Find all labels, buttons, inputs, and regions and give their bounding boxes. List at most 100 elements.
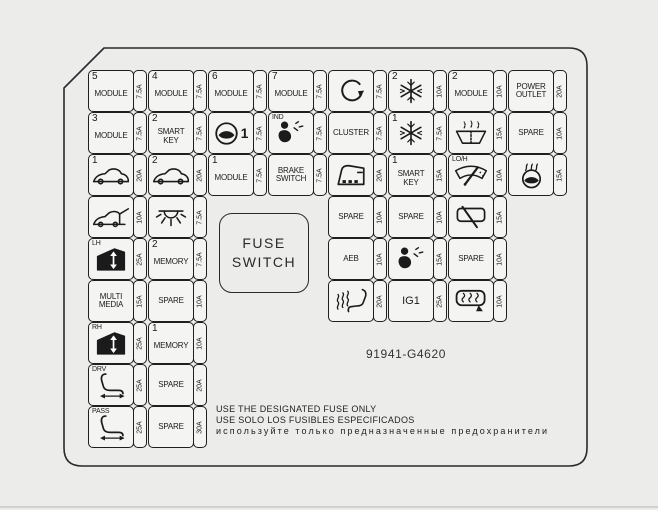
fuse-amp-rating: 20A: [196, 168, 204, 182]
fuse-amp-rating: 7.5A: [196, 83, 204, 99]
fuse-amp-cell: 7.5A: [313, 112, 327, 154]
fuse-cell-body: [448, 112, 494, 154]
fuse-amp-rating: 20A: [136, 168, 144, 182]
fuse-amp-cell: 20A: [193, 364, 207, 406]
fuse-amp-cell: 20A: [133, 154, 147, 196]
fuse-cell: 20A: [328, 154, 387, 196]
fuse-amp-rating: 20A: [376, 168, 384, 182]
fuse-amp-rating: 7.5A: [256, 167, 264, 183]
fuse-amp-cell: 7.5A: [373, 112, 387, 154]
heated-mirror-icon: [454, 288, 488, 314]
fuse-label: MODULE: [94, 131, 128, 141]
fuse-cell-body: DRV: [88, 364, 134, 406]
fuse-amp-cell: 15A: [493, 196, 507, 238]
fuse-amp-cell: 20A: [373, 280, 387, 322]
fuse-cell-body: 1: [388, 112, 434, 154]
fuse-amp-rating: 25A: [136, 336, 144, 350]
fuse-amp-rating: 7.5A: [196, 125, 204, 141]
fuse-amp-cell: 7.5A: [313, 154, 327, 196]
fuse-position-label: IND: [272, 114, 284, 121]
fuse-position-label: 2: [152, 113, 158, 124]
fuse-amp-cell: 30A: [193, 406, 207, 448]
fuse-label: CLUSTER: [333, 127, 369, 137]
warning-line-ru: используйте только предназначенные предо…: [216, 426, 550, 436]
fuse-cell: CLUSTER 7.5A: [328, 112, 387, 154]
fuse-cell: 15A: [508, 154, 567, 196]
fuse-switch-label: FUSE SWITCH: [231, 235, 297, 270]
fuse-amp-cell: 10A: [553, 112, 567, 154]
fuse-label: SPARE: [518, 127, 544, 137]
fuse-label: MODULE: [454, 89, 488, 99]
fuse-amp-cell: 7.5A: [253, 154, 267, 196]
warning-line-es: USE SOLO LOS FUSIBLES ESPECIFICADOS: [216, 415, 415, 425]
fuse-amp-rating: 7.5A: [316, 83, 324, 99]
heated-steering-icon: [518, 162, 545, 189]
snowflake-icon: [398, 120, 424, 146]
fuse-cell-body: SPARE: [328, 196, 374, 238]
fuse-amp-rating: 7.5A: [376, 125, 384, 141]
fuse-cell-body: [328, 154, 374, 196]
fuse-amp-rating: 15A: [496, 210, 504, 224]
fuse-cell: 10A: [88, 196, 147, 238]
fuse-cell-body: SPARE: [148, 280, 194, 322]
fuse-amp-cell: 25A: [133, 322, 147, 364]
fuse-amp-cell: 7.5A: [193, 70, 207, 112]
fuse-position-label: RH: [92, 324, 102, 331]
rear-wiper-icon: [454, 205, 488, 229]
fuse-amp-rating: 25A: [136, 420, 144, 434]
fuse-amp-rating: 7.5A: [316, 167, 324, 183]
fuse-amp-cell: 25A: [133, 238, 147, 280]
fuse-amp-rating: 10A: [436, 84, 444, 98]
car-icon: [152, 165, 190, 186]
fuse-position-label: 3: [92, 113, 98, 124]
fuse-cell-body: PASS: [88, 406, 134, 448]
power-seat-icon: [96, 414, 127, 441]
fuse-amp-cell: 10A: [193, 280, 207, 322]
window-icon: [95, 246, 127, 272]
fuse-amp-rating: 20A: [196, 378, 204, 392]
fuse-amp-rating: 25A: [136, 378, 144, 392]
fuse-position-label: 7: [272, 71, 278, 82]
heated-seat-icon: [333, 288, 369, 314]
fuse-amp-cell: 7.5A: [253, 112, 267, 154]
fuse-cell-body: MULTI MEDIA: [88, 280, 134, 322]
fuse-amp-cell: 15A: [133, 280, 147, 322]
fuse-cell-body: CLUSTER: [328, 112, 374, 154]
fuse-position-label: 2: [452, 71, 458, 82]
fuse-amp-rating: 20A: [556, 84, 564, 98]
fuse-label: POWER OUTLET: [515, 81, 547, 99]
fuse-position-label: 1: [152, 323, 158, 334]
fuse-amp-cell: 20A: [553, 70, 567, 112]
fuse-cell-body: 1: [208, 112, 254, 154]
fuse-cell: SPARE 10A: [508, 112, 567, 154]
fuse-cell-body: AEB: [328, 238, 374, 280]
fuse-cell: POWER OUTLET 20A: [508, 70, 567, 112]
fuse-amp-rating: 10A: [556, 126, 564, 140]
fuse-position-label: 4: [152, 71, 158, 82]
fuse-cell-body: SPARE: [148, 364, 194, 406]
fuse-amp-rating: 7.5A: [256, 83, 264, 99]
fuse-cell-body: 2: [388, 70, 434, 112]
fuse-amp-rating: 10A: [376, 210, 384, 224]
fuse-cell: 15A: [448, 196, 507, 238]
